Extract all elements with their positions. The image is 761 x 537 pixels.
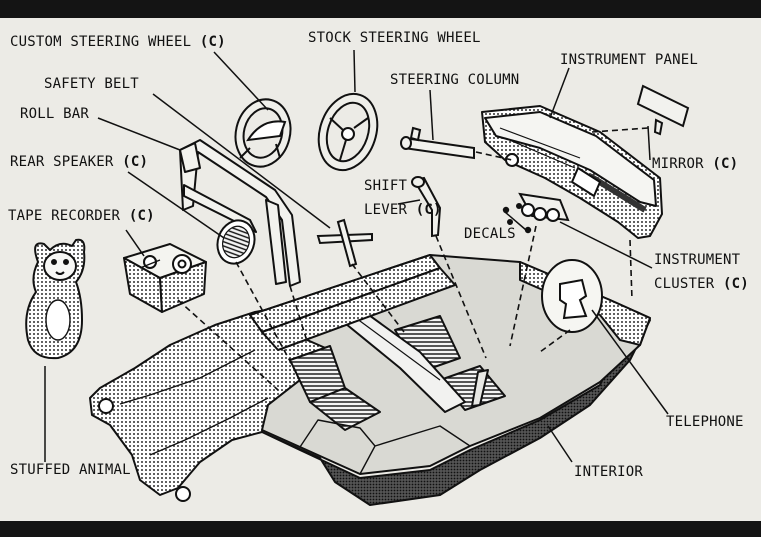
label-steering-column: STEERING COLUMN xyxy=(390,72,519,88)
stuffed-animal-part xyxy=(25,238,86,360)
safety-belt-text: SAFETY BELT xyxy=(44,76,139,92)
label-safety-belt: SAFETY BELT xyxy=(44,76,139,92)
cluster-tag: (C) xyxy=(723,276,749,292)
label-decals: DECALS xyxy=(464,226,516,242)
label-mirror: MIRROR (C) xyxy=(652,156,738,172)
label-telephone: TELEPHONE xyxy=(666,414,744,430)
tape-recorder-text: TAPE RECORDER xyxy=(8,208,121,224)
shift-text: SHIFT xyxy=(364,178,408,194)
leader-lines xyxy=(44,49,669,463)
label-custom-steering-wheel: CUSTOM STEERING WHEEL (C) xyxy=(10,34,226,50)
custom-steering-wheel-tag: (C) xyxy=(199,34,226,50)
stock-steering-wheel-text: STOCK STEERING WHEEL xyxy=(308,30,481,46)
mirror-tag: (C) xyxy=(712,156,739,172)
custom-steering-wheel-text: CUSTOM STEERING WHEEL xyxy=(10,34,192,50)
lever-tag: (C) xyxy=(415,202,442,218)
steering-column-text: STEERING COLUMN xyxy=(390,72,520,88)
decals-text: DECALS xyxy=(464,226,516,242)
instrument-cluster-part xyxy=(518,192,570,222)
rear-speaker-text: REAR SPEAKER xyxy=(10,154,114,170)
interior-tub xyxy=(89,254,651,506)
rear-speaker-tag: (C) xyxy=(122,154,149,170)
label-cluster: CLUSTER (C) xyxy=(654,276,749,292)
label-lever: LEVER (C) xyxy=(364,202,442,218)
telephone-part xyxy=(541,259,603,333)
custom-steering-wheel-part xyxy=(234,98,292,168)
bottom-border-bar xyxy=(0,521,761,537)
label-rear-speaker: REAR SPEAKER (C) xyxy=(10,154,148,170)
tape-recorder-tag: (C) xyxy=(128,208,155,224)
rear-speaker-part xyxy=(216,219,256,265)
top-border-bar xyxy=(0,0,761,18)
steering-column-part xyxy=(400,126,475,160)
stock-steering-wheel-part xyxy=(317,92,379,172)
lever-text: LEVER xyxy=(364,202,408,218)
label-stock-steering-wheel: STOCK STEERING WHEEL xyxy=(308,30,481,46)
label-instrument: INSTRUMENT xyxy=(654,252,740,268)
stuffed-animal-text: STUFFED ANIMAL xyxy=(10,462,131,478)
safety-belt-part xyxy=(316,218,373,268)
roll-bar-text: ROLL BAR xyxy=(20,106,90,122)
label-tape-recorder: TAPE RECORDER (C) xyxy=(8,208,155,224)
decals-part xyxy=(502,203,532,234)
mirror-text: MIRROR xyxy=(652,156,704,172)
instrument-panel-text: INSTRUMENT PANEL xyxy=(560,52,699,68)
assembly-guide-lines xyxy=(177,127,649,391)
instrument-text: INSTRUMENT xyxy=(654,252,741,268)
interior-text: INTERIOR xyxy=(574,464,644,480)
label-roll-bar: ROLL BAR xyxy=(20,106,89,122)
shift-lever-part xyxy=(411,176,442,238)
cluster-text: CLUSTER xyxy=(654,276,715,292)
instrument-panel-part xyxy=(481,105,663,239)
mirror-part xyxy=(636,84,690,136)
tape-recorder-part xyxy=(123,243,207,313)
label-shift: SHIFT xyxy=(364,178,407,194)
label-interior: INTERIOR xyxy=(574,464,643,480)
label-instrument-panel: INSTRUMENT PANEL xyxy=(560,52,698,68)
label-stuffed-animal: STUFFED ANIMAL xyxy=(10,462,131,478)
telephone-text: TELEPHONE xyxy=(666,414,744,430)
